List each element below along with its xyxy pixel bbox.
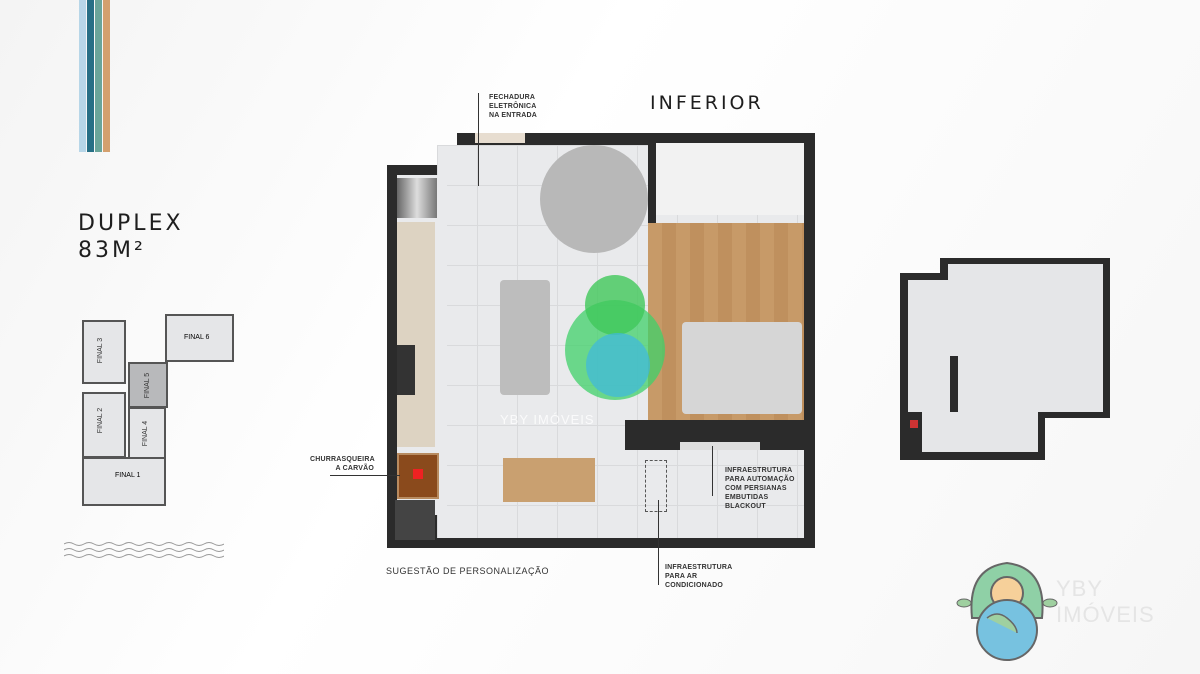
unit-area: 83M² [78, 238, 146, 263]
unit-type: DUPLEX [78, 211, 184, 236]
watermark: YBY IMÓVEIS [500, 412, 595, 427]
dining-table [503, 458, 595, 502]
annotation-bbq: CHURRASQUEIRA A CARVÃO [310, 456, 375, 472]
barbecue [397, 453, 439, 499]
brand-stripe [87, 0, 94, 152]
brand-stripe [95, 0, 102, 152]
plan-title: INFERIOR [650, 92, 764, 114]
yby-logo-icon [956, 561, 1058, 661]
sofa [500, 280, 550, 395]
unit-label: FINAL 6 [184, 334, 210, 341]
annotation-automation: INFRAESTRUTURA PARA AUTOMAÇÃO COM PERSIA… [725, 467, 795, 510]
annotation-ac: INFRAESTRUTURA PARA AR CONDICIONADO [665, 564, 733, 589]
personalization-note: SUGESTÃO DE PERSONALIZAÇÃO [386, 566, 550, 576]
unit-label: FINAL 1 [115, 472, 141, 479]
floor-plan-superior [900, 258, 1110, 463]
spiral-staircase [540, 145, 648, 253]
unit-type-heading: DUPLEX 83M² [78, 210, 184, 264]
brand-stripe [103, 0, 110, 152]
bathroom [656, 143, 804, 215]
brand-stripe [79, 0, 86, 152]
building-key-plan: FINAL 3 FINAL 2 FINAL 1 FINAL 5 FINAL 4 … [70, 312, 240, 512]
logo-watermark-center [565, 275, 665, 400]
wave-ornament [64, 542, 224, 558]
bed [682, 322, 802, 414]
brand-logo-text: YBY IMÓVEIS [1056, 576, 1155, 627]
annotation-lock: FECHADURA ELETRÔNICA NA ENTRADA [489, 94, 538, 119]
ac-outline [645, 460, 667, 512]
